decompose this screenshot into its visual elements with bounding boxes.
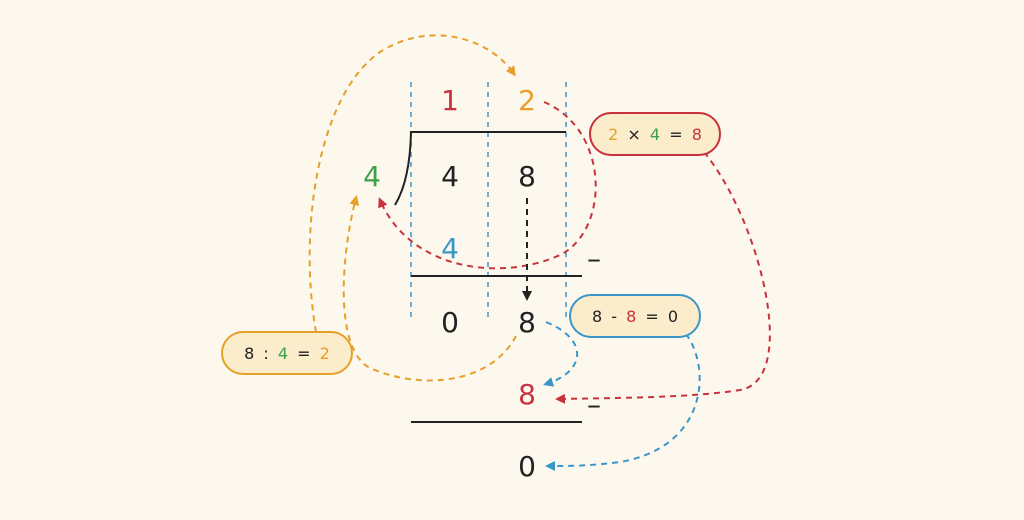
step2-subtrahend: 8	[518, 378, 536, 411]
svg-text:8 - 8 =: 8 - 8 = 0	[592, 307, 678, 326]
pill-multiply-op: ×	[627, 125, 640, 144]
pill-divide-b: 4	[278, 344, 288, 363]
quotient-digit-1: 1	[441, 84, 459, 117]
pill-subtract-box	[569, 294, 701, 338]
pill-multiply-b: 4	[650, 125, 660, 144]
pill-divide-op: :	[263, 344, 268, 363]
division-bracket	[394, 131, 566, 206]
pill-subtract-op: -	[611, 307, 617, 326]
pill-multiply-a: 2	[608, 125, 618, 144]
pill-divide-a: 8	[244, 344, 254, 363]
step1-brought-down: 8	[518, 306, 536, 339]
pill-divide: 8 : 4 = 2	[221, 331, 353, 375]
final-remainder: 0	[518, 450, 536, 483]
pill-subtract-eq: =	[645, 307, 658, 326]
pill-multiply: 2 × 4 = 8	[589, 112, 721, 156]
quotient-digit-2: 2	[518, 84, 536, 117]
dividend-digit-1: 4	[441, 160, 459, 193]
arrow-orange-bottom	[342, 195, 517, 382]
arrow-orange-top	[308, 34, 516, 333]
pill-multiply-eq: =	[669, 125, 682, 144]
pill-subtract-b: 8	[626, 307, 636, 326]
step1-subtrahend: 4	[441, 232, 459, 265]
pill-multiply-result: 8	[692, 125, 702, 144]
svg-text:8 : 4 =: 8 : 4 = 2	[244, 344, 330, 363]
pill-divide-eq: =	[297, 344, 310, 363]
arrow-red-outer	[555, 151, 771, 404]
pill-multiply-box	[589, 112, 721, 156]
step1-minus-sign: –	[587, 242, 601, 275]
svg-text:2 × 4 =: 2 × 4 = 8	[608, 125, 702, 144]
column-guides	[410, 82, 567, 322]
arrow-blue-upper	[543, 321, 579, 387]
step2-minus-sign: –	[587, 388, 601, 421]
step1-remainder: 0	[441, 306, 459, 339]
pill-divide-result: 2	[320, 344, 330, 363]
dividend-digit-2: 8	[518, 160, 536, 193]
pill-subtract: 8 - 8 = 0	[569, 294, 701, 338]
pill-divide-box	[221, 331, 353, 375]
pill-subtract-result: 0	[668, 307, 678, 326]
arrow-blue-lower	[545, 325, 701, 471]
pill-subtract-a: 8	[592, 307, 602, 326]
divisor: 4	[363, 160, 381, 193]
